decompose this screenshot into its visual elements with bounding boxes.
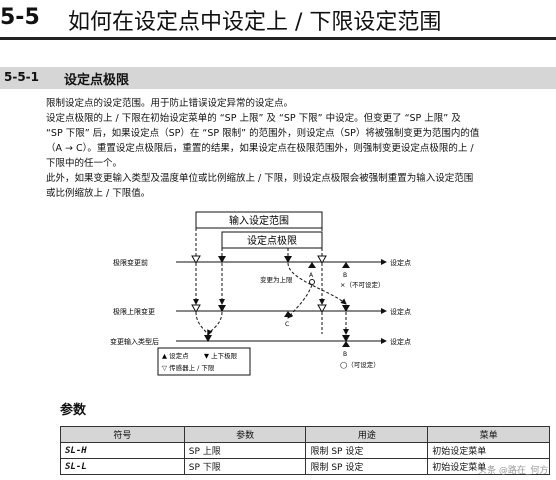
point-c-label: C (285, 321, 289, 328)
setpoint-b-marker (342, 262, 350, 268)
param-menu: 初始设定菜单 (427, 458, 550, 475)
param-usage: 限制 SP 设定 (305, 458, 429, 475)
sensor-lower-marker (191, 255, 201, 265)
not-settable-label: ×（不可设定） (340, 280, 384, 289)
col-header: 用途 (305, 426, 429, 443)
sp-limit-label: 设定点极限 (247, 234, 297, 247)
point-b2-label: B (343, 351, 347, 358)
setpoint-a-marker (308, 262, 316, 268)
paragraph-line: 设定点极限的上 / 下限在初始设定菜单的 “SP 上限” 及 “SP 下限” 中… (46, 113, 461, 124)
subsection-title: 设定点极限 (64, 73, 130, 88)
axis-label-row1: 设定点 (390, 258, 411, 267)
table-row: SL-L SP 下限 限制 SP 设定 初始设定菜单 (60, 458, 550, 475)
paragraph-2: 设定点极限的上 / 下限在初始设定菜单的 “SP 上限” 及 “SP 下限” 中… (46, 111, 552, 171)
params-title: 参数 (60, 403, 87, 418)
col-header: 参数 (183, 426, 307, 443)
param-menu: 初始设定菜单 (427, 442, 550, 459)
paragraph-line: 限制设定点的设定范围。用于防止错误设定异常的设定点。 (46, 98, 294, 109)
row-label-before: 极限变更前 (113, 258, 148, 267)
watermark: 头条 @路在_何方 (478, 466, 549, 476)
legend-limit: ▼ 上下极限 (204, 351, 238, 360)
table-row: SL-H SP 上限 限制 SP 设定 初始设定菜单 (60, 442, 550, 459)
change-upper-label: 变更为上限 (260, 275, 293, 284)
page-title: 如何在设定点中设定上 / 下限设定范围 (68, 10, 442, 35)
row-label-after-input: 变更输入类型后 (110, 337, 159, 346)
paragraph-line: 下限中的任一个。 (46, 158, 123, 169)
subsection-bar: 5-5-1 设定点极限 (0, 67, 556, 89)
subsection-number: 5-5-1 (4, 70, 40, 84)
title-rule (0, 37, 556, 40)
table-header-row: 符号 参数 用途 菜单 (60, 426, 550, 443)
sensor-upper-marker (317, 255, 327, 265)
input-range-label: 输入设定范围 (229, 214, 289, 227)
setpoint-limit-diagram: 输入设定范围 设定点极限 极限变更前 极限上限变更 变更输入类型后 设定点 设定… (110, 211, 411, 376)
legend-sensor: ▽ 传感器上 / 下限 (162, 363, 215, 372)
col-header: 菜单 (427, 426, 550, 443)
col-header: 符号 (60, 426, 185, 443)
input-range-box (195, 211, 323, 229)
settable-label: ◯（可设定） (340, 360, 380, 369)
paragraph-line: 此外，如果变更输入类型及温度单位或比例缩放上 / 下限，则设定点极限会被强制重置… (46, 173, 474, 184)
axis-label-row3: 设定点 (390, 337, 411, 346)
param-name: SP 下限 (183, 458, 307, 475)
paragraph-line: “SP 下限” 后，如果设定点（SP）在 “SP 限制” 的范围外，则设定点（S… (46, 128, 480, 139)
limit-lower-marker (218, 256, 226, 263)
row-label-upper-change: 极限上限变更 (113, 307, 155, 316)
legend-box (157, 347, 251, 376)
page-header: 5-5 如何在设定点中设定上 / 下限设定范围 (0, 0, 556, 40)
paragraph-line: 或比例缩放上 / 下限值。 (46, 188, 151, 199)
limit-upper-marker (284, 256, 292, 263)
point-b-label: B (343, 272, 347, 279)
paragraph-line: （A → C）。重置设定点极限后，重置的结果，如果设定点在极限范围外，则强制变更… (46, 143, 474, 154)
param-code: SL-L (60, 458, 185, 475)
axis-label-row2: 设定点 (390, 307, 411, 316)
point-a-label: A (309, 272, 314, 279)
legend-setpoint: ▲ 设定点 (162, 351, 189, 360)
param-name: SP 上限 (183, 442, 307, 459)
section-number: 5-5 (0, 5, 40, 30)
paragraph-3: 此外，如果变更输入类型及温度单位或比例缩放上 / 下限，则设定点极限会被强制重置… (46, 171, 552, 201)
params-table: 符号 参数 用途 菜单 SL-H SP 上限 限制 SP 设定 初始设定菜单 S… (60, 426, 550, 475)
paragraph-1: 限制设定点的设定范围。用于防止错误设定异常的设定点。 (46, 96, 552, 111)
param-code: SL-H (60, 442, 185, 459)
param-usage: 限制 SP 设定 (305, 442, 429, 459)
